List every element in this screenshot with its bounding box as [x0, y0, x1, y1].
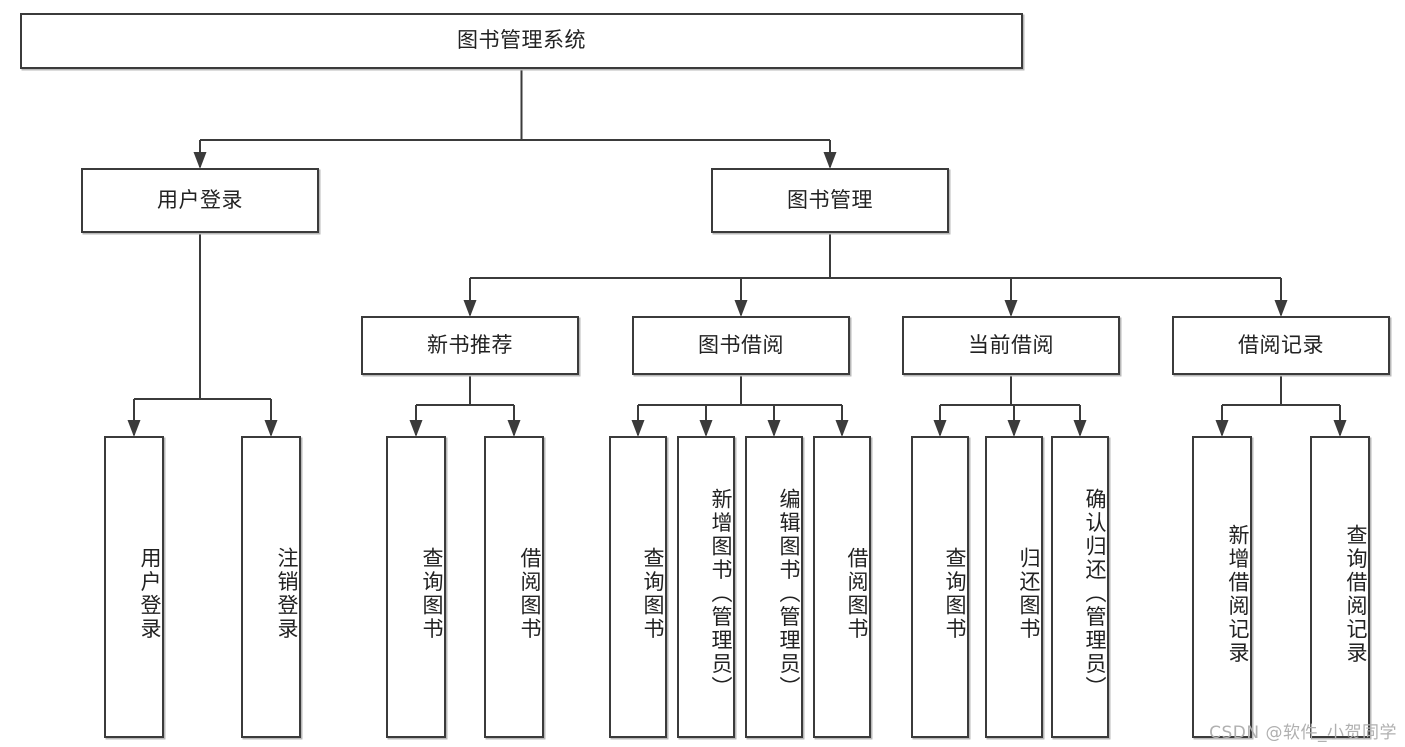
arrowhead	[1333, 420, 1347, 437]
node-label: 用户登录	[138, 547, 162, 641]
node-l1-1[interactable]: 图书管理	[711, 168, 949, 233]
arrowhead	[1215, 420, 1229, 437]
arrowhead	[463, 300, 477, 317]
arrowhead	[193, 152, 207, 169]
node-label: 查询图书	[641, 547, 665, 641]
node-label: 借阅记录	[1238, 332, 1324, 357]
node-lf-11[interactable]: 新增借阅记录	[1192, 436, 1252, 738]
node-lf-10[interactable]: 确认归还（管理员）	[1051, 436, 1109, 738]
arrowhead	[1073, 420, 1087, 437]
arrowhead	[734, 300, 748, 317]
arrowhead	[933, 420, 947, 437]
arrowhead	[767, 420, 781, 437]
node-lf-8[interactable]: 查询图书	[911, 436, 969, 738]
node-label: 图书借阅	[698, 332, 784, 357]
node-label: 当前借阅	[968, 332, 1054, 357]
node-lf-0[interactable]: 用户登录	[104, 436, 164, 738]
node-lf-1[interactable]: 注销登录	[241, 436, 301, 738]
node-l2-3[interactable]: 借阅记录	[1172, 316, 1390, 375]
node-lf-12[interactable]: 查询借阅记录	[1310, 436, 1370, 738]
node-lf-6[interactable]: 编辑图书（管理员）	[745, 436, 803, 738]
node-l1-0[interactable]: 用户登录	[81, 168, 319, 233]
node-lf-7[interactable]: 借阅图书	[813, 436, 871, 738]
node-label: 查询图书	[420, 547, 444, 641]
node-l2-0[interactable]: 新书推荐	[361, 316, 579, 375]
node-label: 编辑图书（管理员）	[777, 488, 801, 700]
node-lf-9[interactable]: 归还图书	[985, 436, 1043, 738]
node-lf-4[interactable]: 查询图书	[609, 436, 667, 738]
node-label: 借阅图书	[518, 547, 542, 641]
arrowhead	[835, 420, 849, 437]
arrowhead	[507, 420, 521, 437]
node-label: 图书管理	[787, 187, 873, 212]
arrowhead	[1004, 300, 1018, 317]
node-root[interactable]: 图书管理系统	[20, 13, 1023, 69]
arrowhead	[631, 420, 645, 437]
arrowhead	[699, 420, 713, 437]
arrowhead	[1274, 300, 1288, 317]
node-label: 图书管理系统	[457, 28, 586, 53]
arrowhead	[823, 152, 837, 169]
node-label: 新书推荐	[427, 332, 513, 357]
node-label: 查询借阅记录	[1344, 523, 1368, 665]
node-label: 新增图书（管理员）	[709, 488, 733, 700]
node-label: 用户登录	[157, 187, 243, 212]
node-lf-2[interactable]: 查询图书	[386, 436, 446, 738]
arrowhead	[1007, 420, 1021, 437]
arrowhead	[409, 420, 423, 437]
node-label: 查询图书	[943, 547, 967, 641]
node-label: 归还图书	[1017, 547, 1041, 641]
node-l2-1[interactable]: 图书借阅	[632, 316, 850, 375]
arrowhead	[127, 420, 141, 437]
node-lf-5[interactable]: 新增图书（管理员）	[677, 436, 735, 738]
arrowhead	[264, 420, 278, 437]
node-label: 确认归还（管理员）	[1083, 488, 1107, 700]
node-label: 新增借阅记录	[1226, 523, 1250, 665]
node-label: 注销登录	[275, 547, 299, 641]
node-l2-2[interactable]: 当前借阅	[902, 316, 1120, 375]
node-lf-3[interactable]: 借阅图书	[484, 436, 544, 738]
node-label: 借阅图书	[845, 547, 869, 641]
